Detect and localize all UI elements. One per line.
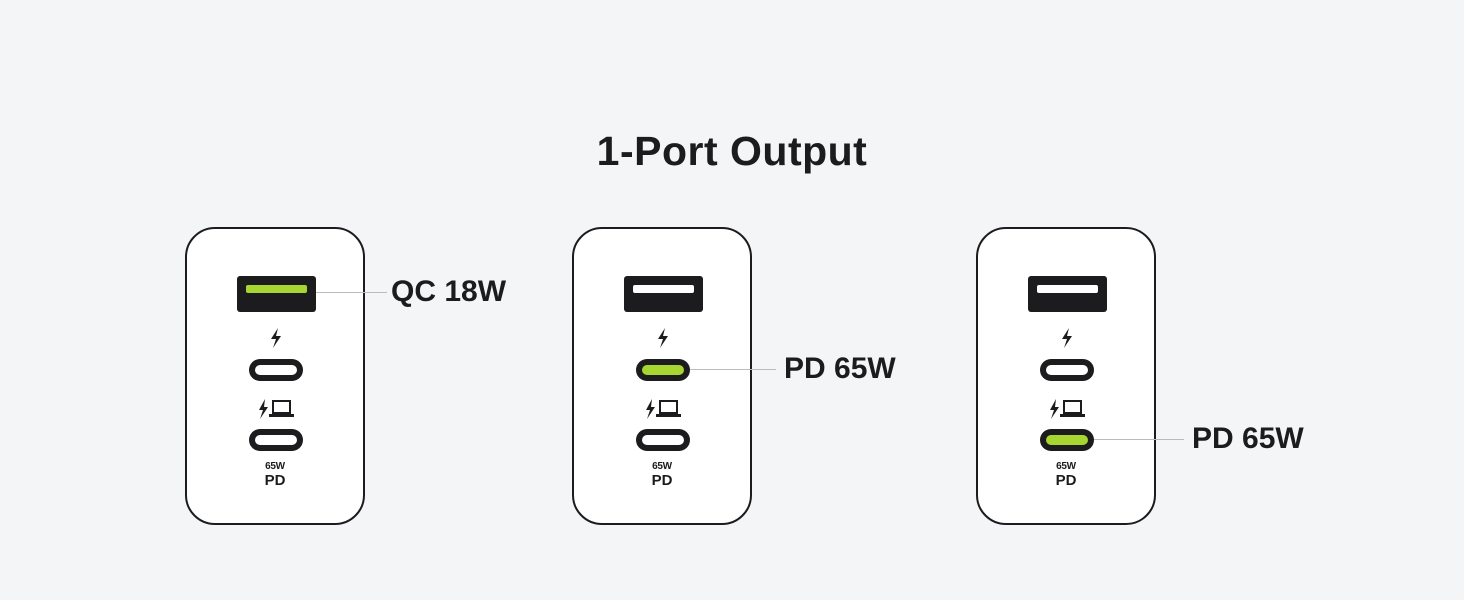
pd-badge: 65W PD — [574, 461, 750, 489]
lightning-laptop-icon — [646, 399, 681, 419]
usb-c1-port — [249, 359, 303, 381]
pd-badge-label: PD — [651, 472, 673, 489]
charger-2: 65W PD — [572, 227, 752, 525]
usb-c1-port-indicator — [642, 365, 684, 375]
usb-a-port — [624, 276, 703, 312]
usb-c2-port-indicator — [255, 435, 297, 445]
usb-c2-port — [249, 429, 303, 451]
usb-c2-port-indicator — [1046, 435, 1088, 445]
callout-leader-1 — [316, 292, 387, 293]
usb-c2-port — [1040, 429, 1094, 451]
usb-a-port — [237, 276, 316, 312]
callout-leader-3 — [1094, 439, 1184, 440]
usb-a-port-indicator — [1037, 285, 1098, 293]
pd-badge-label: PD — [264, 472, 286, 489]
pd-badge-label: PD — [1055, 472, 1077, 489]
pd-badge-watts: 65W — [1056, 461, 1076, 472]
usb-c1-port — [636, 359, 690, 381]
pd-badge-watts: 65W — [652, 461, 672, 472]
callout-3: PD 65W — [1192, 422, 1304, 455]
callout-1: QC 18W — [391, 275, 507, 308]
usb-c1-port-indicator — [255, 365, 297, 375]
lightning-laptop-icon — [1050, 399, 1085, 419]
lightning-bolt-icon — [271, 328, 281, 348]
callout-2: PD 65W — [784, 352, 896, 385]
pd-badge: 65W PD — [978, 461, 1154, 489]
page-title: 1-Port Output — [596, 128, 868, 174]
usb-c2-port-indicator — [642, 435, 684, 445]
usb-a-port — [1028, 276, 1107, 312]
lightning-laptop-icon — [259, 399, 294, 419]
usb-a-port-indicator — [633, 285, 694, 293]
usb-a-port-indicator — [246, 285, 307, 293]
usb-c1-port — [1040, 359, 1094, 381]
pd-badge: 65W PD — [187, 461, 363, 489]
usb-c1-port-indicator — [1046, 365, 1088, 375]
charger-3: 65W PD — [976, 227, 1156, 525]
lightning-bolt-icon — [658, 328, 668, 348]
charger-1: 65W PD — [185, 227, 365, 525]
pd-badge-watts: 65W — [265, 461, 285, 472]
lightning-bolt-icon — [1062, 328, 1072, 348]
callout-leader-2 — [690, 369, 776, 370]
usb-c2-port — [636, 429, 690, 451]
